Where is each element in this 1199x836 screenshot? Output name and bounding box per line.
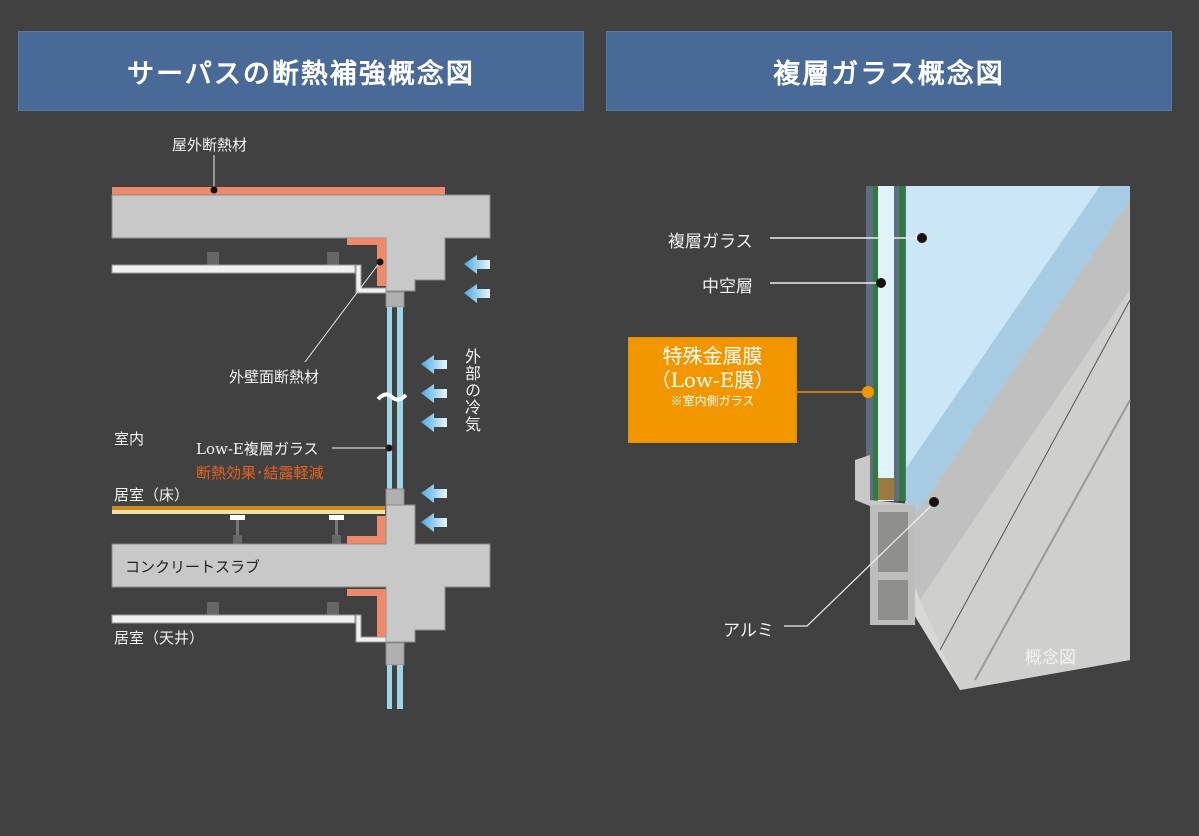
outdoor-insulation-label: 屋外断熱材 [172,136,248,154]
lowe-film-callout: 特殊金属膜 （Low-E膜） ※室内側ガラス [628,337,797,443]
lowe-effect-label: 断熱効果･結露軽減 [196,464,324,482]
callout-line1: 特殊金属膜 [662,344,763,368]
indoor-label: 室内 [114,430,145,448]
callout-line2: （Low-E膜） [650,368,775,392]
window-glass-pane [387,307,392,490]
middle-concrete-slab [111,504,491,643]
air-layer-label: 中空層 [702,277,753,297]
exterior-wall-insulation-label: 外壁面断熱材 [229,368,320,386]
top-concrete-slab [111,194,491,292]
outside-cold-label: 外部の冷気 [462,348,481,433]
top-ceiling-board [111,264,356,274]
cold-air-arrows [421,255,490,532]
room-ceiling-label: 居室（天井） [114,629,205,647]
left-panel-title: サーパスの断熱補強概念図 [18,31,584,111]
lower-ceiling-board [111,614,356,624]
double-glass-label: 複層ガラス [668,232,753,252]
outdoor-insulation-strip [112,187,445,195]
aluminum-label: アルミ [723,621,774,641]
concept-label: 概念図 [1025,648,1076,668]
floor-board [112,506,385,510]
room-floor-label: 居室（床） [114,486,190,504]
callout-line3: ※室内側ガラス [670,394,755,408]
lowe-glass-label: Low-E複層ガラス [196,440,319,458]
double-glass-window [855,186,1131,690]
concrete-slab-label: コンクリートスラブ [125,558,261,576]
right-panel-title: 複層ガラス概念図 [606,31,1172,111]
